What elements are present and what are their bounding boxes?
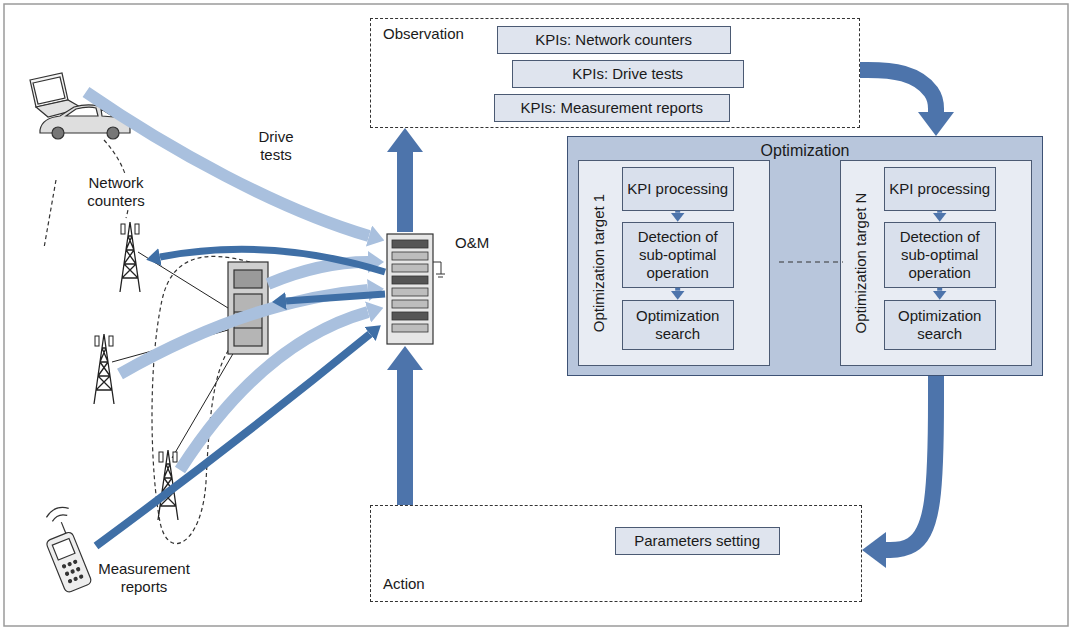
box-label: Optimization search (627, 307, 729, 343)
cell-boundary (44, 140, 250, 544)
controller-cabinet (234, 327, 262, 328)
optimization-panel: KPI processingDetection of sub-optimal o… (567, 136, 1043, 376)
box-label: KPIs: Network counters (535, 31, 692, 49)
step-box: Detection of sub-optimal operation (622, 222, 734, 288)
box-label: Detection of sub-optimal operation (889, 228, 991, 282)
step-box: Optimization search (884, 300, 996, 350)
data-flow-arrow (86, 92, 369, 236)
group-heading: Observation (383, 25, 464, 43)
server-slot (392, 240, 428, 248)
mobile-phone (62, 564, 66, 568)
box-label: KPI processing (889, 180, 990, 198)
kpi-box: KPIs: Network counters (497, 26, 731, 54)
mobile-phone (45, 504, 71, 523)
flow-label: Network counters (80, 174, 152, 210)
base-station-tower (120, 222, 140, 292)
mobile-phone (71, 570, 75, 574)
flow-arrow (397, 152, 413, 232)
group-heading: Optimization (568, 141, 1042, 160)
data-flow-arrow (180, 312, 368, 470)
flow-arrow (886, 376, 936, 550)
ellipsis-separator (777, 259, 847, 265)
action-group: Parameters settingAction (370, 505, 862, 602)
mobile-phone (79, 575, 83, 579)
flow-label: Measurement reports (92, 560, 196, 596)
box-label: KPIs: Measurement reports (520, 99, 703, 117)
cell-boundary (44, 180, 56, 248)
base-station-tower (94, 334, 114, 404)
step-box: KPI processing (622, 167, 734, 211)
backhaul-wires (138, 252, 228, 308)
server-node: O&M (385, 232, 445, 346)
data-flow-arrow (286, 294, 385, 301)
mobile-phone (74, 577, 78, 581)
box-label: Optimization search (889, 307, 991, 343)
parameter-box: Parameters setting (615, 527, 780, 555)
flow-arrow (860, 70, 936, 112)
mobile-phone (68, 562, 72, 566)
frame (4, 4, 1068, 626)
box-label: KPIs: Drive tests (572, 65, 683, 83)
step-arrow (937, 288, 942, 291)
server-slot (392, 264, 428, 272)
server-slot (392, 252, 428, 260)
server-icon (385, 232, 445, 346)
box-label: Detection of sub-optimal operation (627, 228, 729, 282)
step-arrow (675, 211, 680, 213)
ground-symbol (433, 262, 445, 277)
group-heading: O&M (455, 234, 489, 252)
mobile-phone (76, 567, 80, 571)
group-heading: Optimization target N (851, 160, 871, 366)
mobile-phone (52, 538, 75, 560)
box-label: Parameters setting (634, 532, 760, 550)
target-box: KPI processingDetection of sub-optimal o… (578, 160, 770, 366)
step-box: Optimization search (622, 300, 734, 350)
mobile-phone (73, 560, 77, 564)
observation-group: KPIs: Network countersKPIs: Drive testsK… (370, 18, 860, 128)
car-icon (107, 127, 119, 139)
box-label: KPI processing (627, 180, 728, 198)
mobile-phone (68, 579, 72, 583)
flow-arrow (397, 370, 413, 505)
server-slot (392, 300, 428, 308)
data-flow-arrow (86, 92, 385, 546)
data-flow-arrow (160, 249, 385, 272)
server-slot (392, 324, 428, 332)
step-box: KPI processing (884, 167, 996, 211)
server-slot (392, 276, 428, 284)
laptop-icon (33, 77, 65, 104)
step-arrow (675, 288, 680, 291)
step-box: Detection of sub-optimal operation (884, 222, 996, 288)
server-slot (392, 288, 428, 296)
server-slot (392, 312, 428, 320)
kpi-box: KPIs: Drive tests (512, 60, 744, 88)
flow-label: Drive tests (246, 128, 306, 164)
mobile-phone (45, 531, 92, 593)
target-box: KPI processingDetection of sub-optimal o… (840, 160, 1032, 366)
data-flow-arrow (96, 334, 370, 546)
group-heading: Optimization target 1 (589, 160, 609, 366)
ellipsis-separator (779, 261, 843, 262)
mobile-phone (35, 504, 97, 593)
group-heading: Action (383, 575, 425, 593)
controller-cabinet (234, 270, 262, 288)
car-icon (52, 127, 64, 139)
mobile-phone (61, 522, 65, 533)
server-cabinet (387, 234, 433, 344)
kpi-box: KPIs: Measurement reports (494, 94, 730, 122)
step-arrow (937, 211, 942, 213)
mobile-phone (65, 572, 69, 576)
